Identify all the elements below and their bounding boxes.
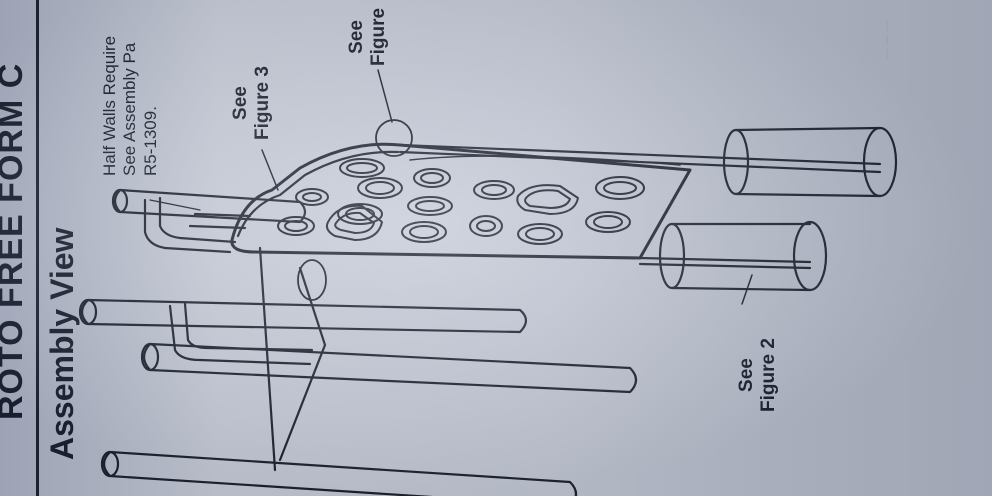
callout-figure-top-line-1: See xyxy=(346,20,367,54)
callout-figure-top: See Figure xyxy=(346,8,390,66)
leader-figure-2 xyxy=(741,274,753,305)
post-middle xyxy=(140,342,638,394)
leader-half-walls xyxy=(149,199,201,211)
callout-figure-2: See Figure 2 xyxy=(736,338,780,412)
leader-figure-top xyxy=(377,69,393,123)
cylinder-lower xyxy=(658,220,828,292)
leader-figure-3 xyxy=(261,149,279,191)
post-upper xyxy=(78,298,528,334)
bottom-rail xyxy=(638,256,812,270)
left-rule xyxy=(36,0,39,496)
half-wall-frame xyxy=(143,196,327,472)
callout-figure-3-line-1: See xyxy=(230,86,251,120)
callout-figure-3-line-2: Figure 3 xyxy=(251,66,273,140)
detail-circle-top xyxy=(375,119,413,157)
note-half-walls: Half Walls Require See Assembly Pa R5-13… xyxy=(100,36,161,176)
note-line-2: See Assembly Pa xyxy=(120,42,140,176)
callout-figure-2-line-2: Figure 2 xyxy=(757,338,779,412)
cylinder-upper xyxy=(722,126,898,198)
note-line-3: R5-1309. xyxy=(140,106,160,176)
note-line-1: Half Walls Require xyxy=(100,35,119,176)
document-header: ROTO FREE FORM C xyxy=(0,63,30,420)
climbing-wall-panel xyxy=(230,142,692,260)
callout-figure-2-line-1: See xyxy=(736,358,757,392)
post-left-short xyxy=(111,188,307,224)
top-rail xyxy=(398,143,882,174)
detail-circle-bracket xyxy=(297,259,327,301)
climbing-holds xyxy=(277,158,645,245)
callout-figure-top-line-2: Figure xyxy=(367,7,389,66)
section-title: Assembly View xyxy=(44,227,80,460)
callout-figure-3: See Figure 3 xyxy=(230,66,274,140)
post-lower xyxy=(100,450,578,496)
